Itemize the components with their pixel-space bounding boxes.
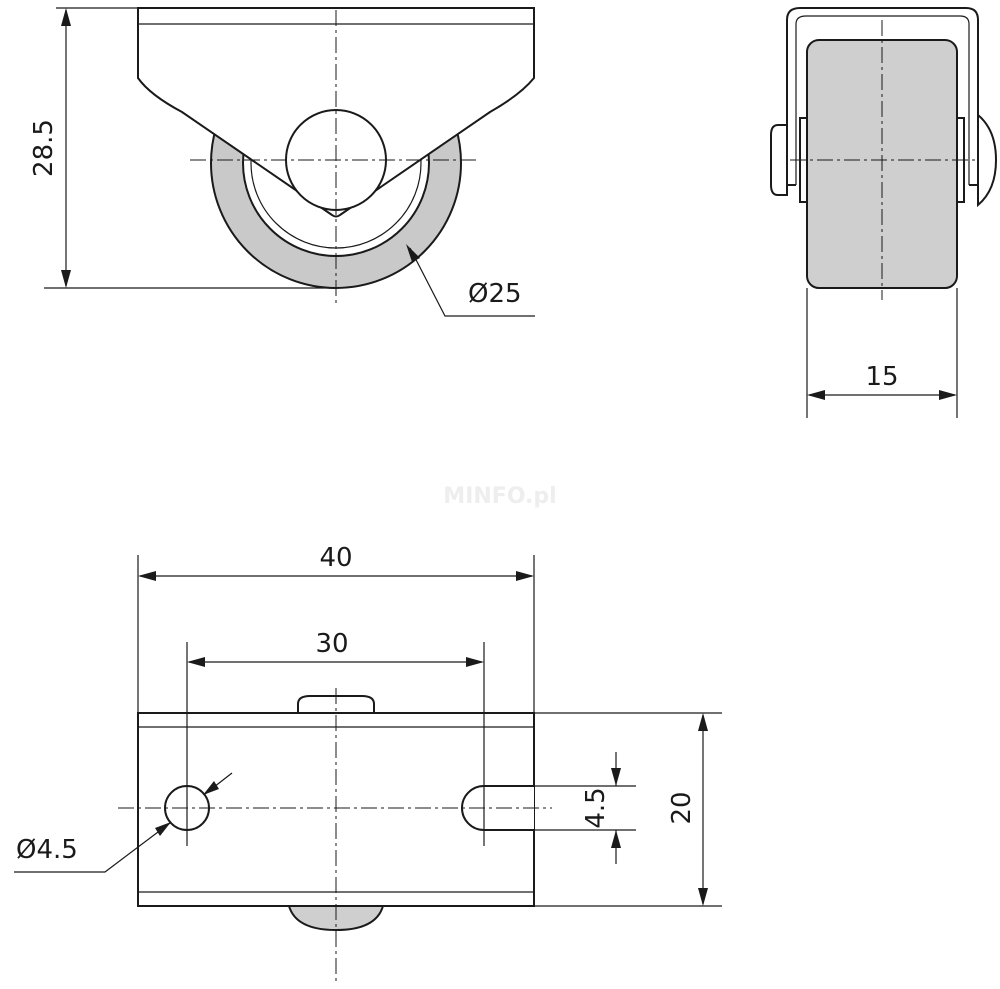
fork-outer	[786, 7, 979, 185]
wheel-dia-leader	[409, 247, 535, 317]
plate-width-label: 20	[667, 791, 697, 824]
slot-arrow-bottom	[611, 830, 621, 848]
len-arrow-left	[138, 571, 156, 581]
watermark: MINFO.pl	[443, 484, 556, 509]
width-label: 15	[865, 362, 898, 392]
spacing-arrow-right	[466, 657, 484, 667]
plate-width-arrow-top	[698, 713, 708, 731]
width-arrow-left	[807, 390, 825, 400]
slot-arrow-top	[611, 768, 621, 786]
slot-label: 4.5	[581, 787, 611, 828]
width-arrow-right	[939, 390, 957, 400]
axle-cap-left	[770, 124, 788, 196]
hole-dia-arrow-bottom	[155, 822, 171, 836]
top-view: 40 30 20 4.5 Ø4.5	[14, 543, 722, 982]
height-arrow-top	[61, 8, 71, 26]
front-view: 28.5 Ø25	[29, 7, 535, 317]
fork-inner	[795, 15, 970, 185]
height-label: 28.5	[29, 119, 59, 177]
plate-width-arrow-bottom	[698, 888, 708, 906]
len-arrow-right	[516, 571, 534, 581]
axle-cap-right	[977, 112, 998, 208]
side-view: 15	[770, 7, 998, 418]
hole-dia-label: Ø4.5	[16, 835, 78, 865]
wheel-dia-arrow	[406, 244, 420, 262]
hole-dia-leader	[14, 822, 171, 873]
spacing-arrow-left	[187, 657, 205, 667]
spacing-label: 30	[315, 629, 348, 659]
wheel-dia-label: Ø25	[468, 279, 522, 309]
len-label: 40	[319, 543, 352, 573]
hole-dia-arrow-top	[203, 781, 219, 795]
height-arrow-bottom	[61, 270, 71, 288]
